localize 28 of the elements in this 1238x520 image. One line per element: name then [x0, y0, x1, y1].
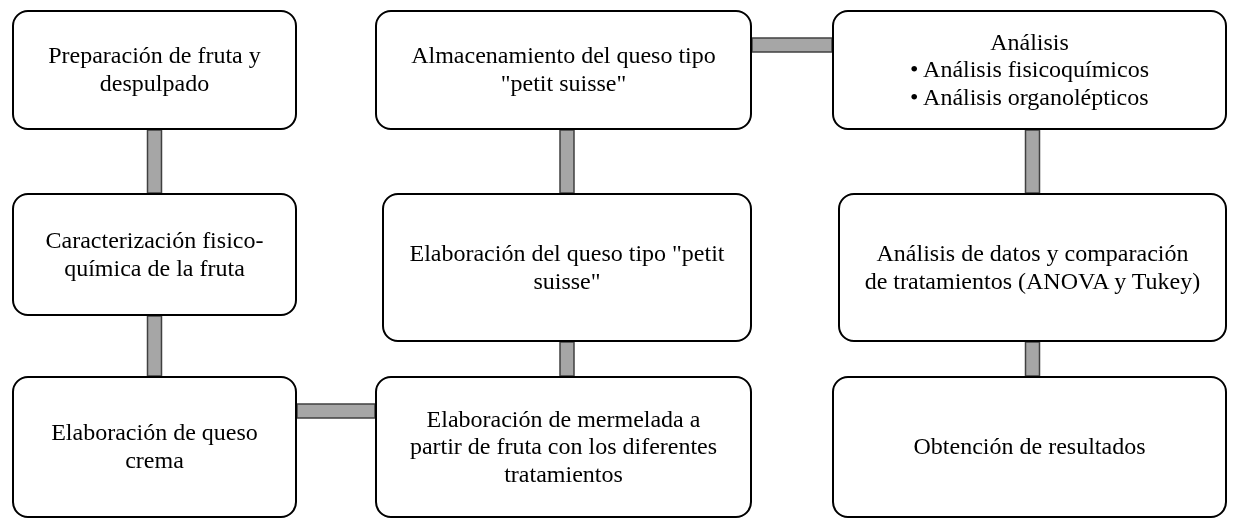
- step-text: Preparación de fruta y despulpado: [47, 42, 262, 98]
- connector-bar: [559, 129, 575, 194]
- step-text: Elaboración de queso crema: [50, 419, 259, 475]
- step-text: Elaboración de mermelada a partir de fruta con los diferentes tratamientos: [408, 405, 719, 489]
- process-box: [375, 10, 752, 130]
- step-text: Elaboración del queso tipo "petit suisse": [408, 239, 726, 296]
- connector-bar: [1024, 341, 1041, 377]
- step-text: Análisis: [990, 28, 1069, 57]
- connector-bar: [751, 37, 833, 53]
- step-text: Obtención de resultados: [913, 433, 1146, 461]
- process-box: [12, 10, 297, 130]
- step-text: Almacenamiento del queso tipo "petit suisse": [410, 42, 717, 98]
- connector-bar: [296, 403, 376, 419]
- connector-bar: [146, 129, 163, 194]
- connector-bar: [146, 315, 163, 377]
- step-text: Caracterización fisico-química de la fruta: [44, 226, 265, 283]
- bullet-item: • Análisis fisicoquímicos: [909, 56, 1150, 84]
- step-text: Análisis de datos y comparación de tratamientos (ANOVA y Tukey): [864, 239, 1201, 296]
- process-box: [382, 193, 752, 342]
- connector-bar: [559, 341, 575, 377]
- process-box: [838, 193, 1227, 342]
- connector-bar: [1024, 129, 1041, 194]
- process-box: [12, 376, 297, 518]
- process-box: [12, 193, 297, 316]
- process-box: [375, 376, 752, 518]
- process-box: [832, 376, 1227, 518]
- process-box: [832, 10, 1227, 130]
- bullet-item: • Análisis organolépticos: [909, 83, 1150, 112]
